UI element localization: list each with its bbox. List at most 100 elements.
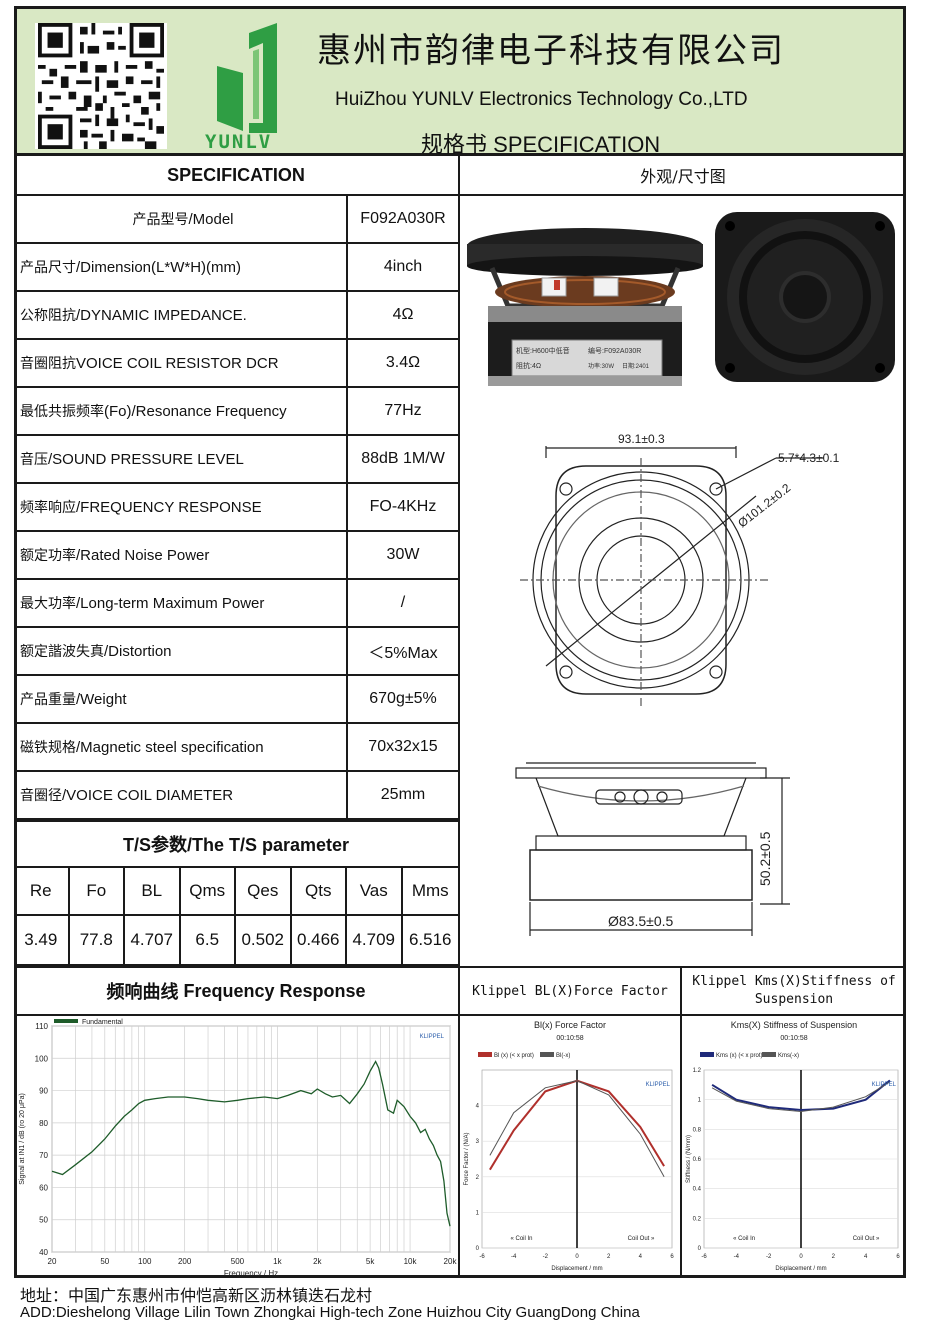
ts-value-cell: 4.707 (125, 916, 181, 964)
bl-y-tick: 0 (476, 1246, 480, 1252)
spec-label-en: /FREQUENCY RESPONSE (76, 498, 262, 516)
fr-x-tick: 20k (444, 1257, 458, 1266)
spec-row-label: 频率响应/FREQUENCY RESPONSE (14, 484, 348, 530)
spec-row-label: 产品尺寸/Dimension(L*W*H)(mm) (14, 244, 348, 290)
kms-chart-svg: Kms(X) Stiffness of Suspension00:10:58Km… (686, 1020, 900, 1272)
spec-row-value: 88dB 1M/W (361, 450, 445, 467)
label-plate-1: 机型:H600中低音 (516, 346, 570, 355)
bl-x-tick: -4 (511, 1254, 517, 1260)
fr-y-tick: 80 (39, 1119, 48, 1128)
spec-row: 产品尺寸/Dimension(L*W*H)(mm)4inch (14, 244, 458, 292)
dim-height-label: 50.2±0.5 (757, 831, 773, 886)
address-en: ADD:Dieshelong Village Lilin Town Zhongk… (20, 1304, 640, 1321)
ts-header-cell: Fo (69, 868, 125, 916)
spec-row-value: FO-4KHz (369, 498, 437, 515)
spec-row-label: 最大功率/Long-term Maximum Power (14, 580, 348, 626)
spec-label-en: /Model (188, 210, 234, 228)
fr-y-tick: 70 (39, 1151, 48, 1160)
bl-title: Bl(x) Force Factor (534, 1020, 606, 1030)
bl-x-tick: -2 (543, 1254, 549, 1260)
kms-y-tick: 0.2 (693, 1216, 702, 1222)
fr-legend-label: Fundamental (82, 1019, 123, 1026)
kms-legend-swatch-1 (700, 1052, 714, 1057)
ts-value-cell: 6.5 (181, 916, 236, 964)
fr-x-tick: 100 (138, 1257, 152, 1266)
spec-label-cn: 公称阻抗 (20, 308, 76, 324)
ts-value-cell: 6.516 (408, 930, 452, 949)
kms-header: Klippel Kms(X)Stiffness of Suspension (680, 966, 906, 1016)
bl-coil-in: « Coil In (511, 1236, 533, 1242)
ts-value-cell: 4.709 (347, 916, 403, 964)
kms-x-tick: 4 (864, 1254, 868, 1260)
bl-x-tick: 0 (575, 1254, 579, 1260)
kms-x-tick: 6 (896, 1254, 900, 1260)
fr-y-tick: 90 (39, 1087, 48, 1096)
spec-label-cn: 频率响应 (20, 500, 76, 516)
spec-row-value: 670g±5% (369, 690, 437, 707)
spec-label-en: /SOUND PRESSURE LEVEL (48, 450, 244, 468)
kms-y-tick: 0 (698, 1246, 702, 1252)
spec-label-en: /Distortion (104, 642, 172, 660)
ts-header-cell: BL (125, 868, 181, 916)
spec-label-cn: 磁铁规格 (20, 740, 76, 756)
spec-row-label: 产品重量/Weight (14, 676, 348, 722)
company-name-en: HuiZhou YUNLV Electronics Technology Co.… (335, 89, 748, 110)
spec-row-label: 额定諧波失真/Distortion (14, 628, 348, 674)
fr-x-tick: 1k (273, 1257, 282, 1266)
bl-legend-swatch-2 (540, 1052, 554, 1057)
fr-y-label: Signal at IN1 / dB (ro 20 μPa) (19, 1093, 26, 1185)
spec-row-value: ＜5%Max (368, 645, 438, 662)
bl-legend-1: Bl (x) (< x prot) (494, 1053, 534, 1059)
spec-label-cn: 产品型号 (132, 212, 189, 228)
spec-row: 额定諧波失真/Distortion ＜5%Max (14, 628, 458, 676)
spec-row-label: 音圈径/VOICE COIL DIAMETER (14, 772, 348, 818)
kms-y-label: Stiffness / (N/mm) (686, 1135, 692, 1183)
spec-row-label: 磁铁规格/Magnetic steel specification (14, 724, 348, 770)
company-name-cn: 惠州市韵律电子科技有限公司 (317, 31, 785, 71)
spec-row-label: 额定功率/Rated Noise Power (14, 532, 348, 578)
kms-y-tick: 0.6 (693, 1157, 702, 1163)
spec-label-cn: 产品尺寸 (20, 260, 76, 276)
company-logo: YUNLV (197, 21, 307, 153)
ts-value-cell: 0.466 (292, 916, 347, 964)
spec-row-label: 产品型号/Model (14, 196, 348, 242)
ts-header-cell: Vas (347, 868, 403, 916)
fr-x-tick: 500 (231, 1257, 245, 1266)
fr-y-tick: 100 (35, 1054, 49, 1063)
bl-legend-swatch-1 (478, 1052, 492, 1057)
kms-series-2 (711, 1081, 891, 1113)
bl-x-tick: -6 (479, 1254, 485, 1260)
kms-x-tick: 0 (799, 1254, 803, 1260)
spec-label-cn: 额定功率 (20, 548, 76, 564)
kms-series-1 (711, 1079, 891, 1112)
spec-row: 频率响应/FREQUENCY RESPONSE FO-4KHz (14, 484, 458, 532)
spec-label-cn: 最低共振频率 (20, 404, 104, 420)
speaker-front-photo (715, 212, 895, 382)
dim-base-label: Ø83.5±0.5 (608, 913, 673, 929)
page-frame (14, 6, 906, 1278)
spec-label-cn: 音压 (20, 452, 48, 468)
bl-x-tick: 4 (639, 1254, 643, 1260)
kms-x-tick: -4 (734, 1254, 740, 1260)
kms-x-tick: -6 (701, 1254, 707, 1260)
bl-chart-svg: Bl(x) Force Factor 00:10:58 Bl (x) (< x pr… (464, 1020, 674, 1272)
drawing-header: 外观/尺寸图 (458, 156, 906, 196)
ts-header-cell: Qes (236, 868, 292, 916)
spec-row-label: 最低共振频率(Fo)/Resonance Frequency (14, 388, 348, 434)
spec-label-cn: 音圈阻抗 (20, 356, 76, 372)
logo-text: YUNLV (205, 131, 272, 151)
dim-width-label: 93.1±0.3 (618, 432, 665, 446)
kms-legend-2: Kms(-x) (778, 1053, 799, 1059)
kms-y-tick: 0.8 (693, 1127, 702, 1133)
ts-header-cell: Re (14, 868, 70, 916)
spec-label-cn: 最大功率 (20, 596, 76, 612)
bl-time: 00:10:58 (556, 1035, 583, 1042)
yunlv-logo-icon: YUNLV (205, 23, 277, 153)
fr-brand: KLIPPEL (420, 1034, 445, 1040)
label-plate-2: 编号:F092A030R (588, 346, 641, 355)
